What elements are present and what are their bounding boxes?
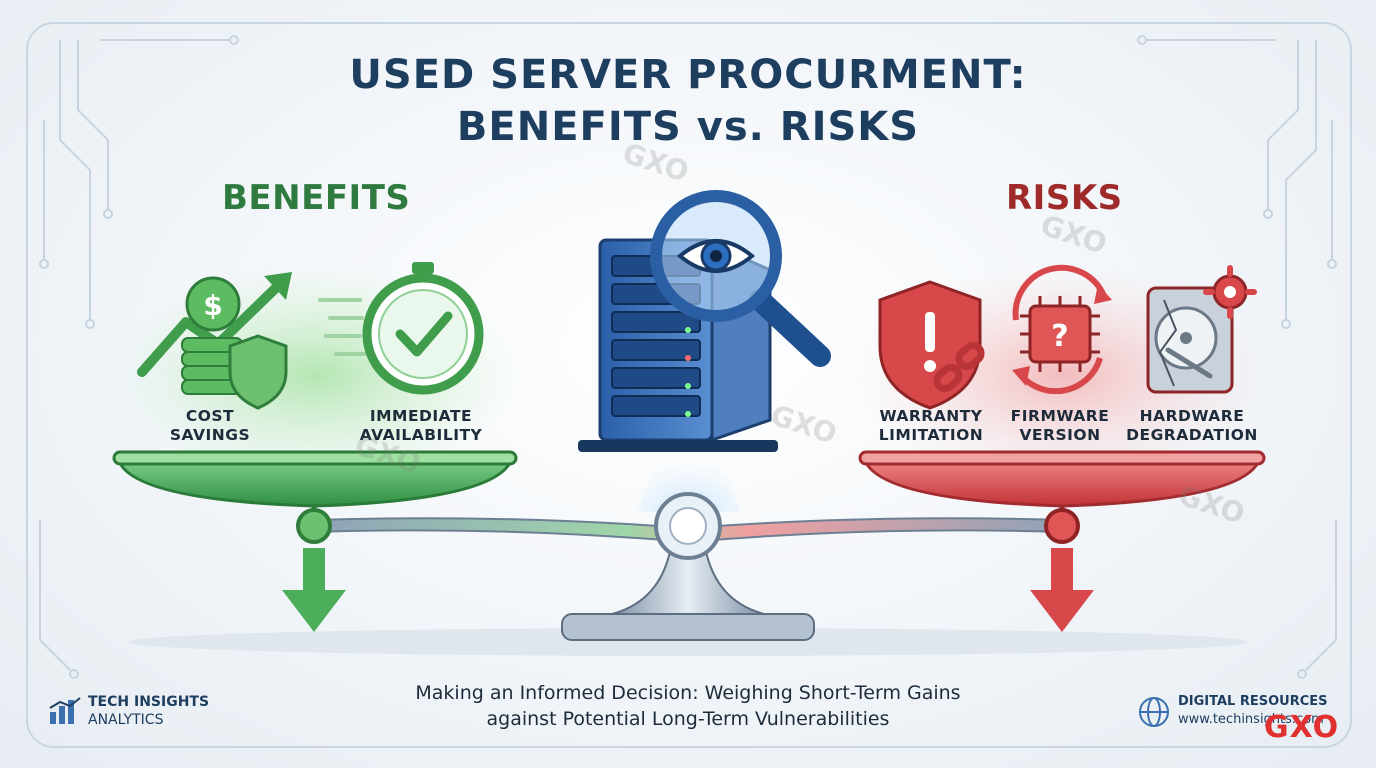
benefit-label-line1: COST (185, 407, 235, 425)
benefit-label-line2: AVAILABILITY (359, 426, 483, 444)
risk-label-line2: VERSION (1019, 426, 1101, 444)
logo-left-name: TECH INSIGHTS (88, 694, 210, 710)
risk-label-line2: LIMITATION (878, 426, 984, 444)
broken-warranty-shield-icon (878, 280, 985, 410)
benefits-pan (112, 450, 518, 508)
logo-left-subname: ANALYTICS (88, 712, 164, 728)
stopwatch-check-icon (318, 262, 484, 395)
title-line-2: BENEFITS vs. RISKS (456, 104, 920, 150)
light-beam (638, 440, 740, 512)
frame-border (26, 22, 1352, 748)
benefit-label-immediate-availability: IMMEDIATE AVAILABILITY (344, 407, 498, 445)
logo-right-name: DIGITAL RESOURCES (1178, 694, 1328, 709)
floor-shadow (128, 628, 1248, 656)
red-down-arrow-icon (1030, 548, 1094, 632)
balance-scale (296, 478, 1080, 641)
circuit-lines-decoration (39, 35, 1337, 679)
money-growth-icon: $ (137, 272, 292, 410)
risk-label-warranty-limitation: WARRANTY LIMITATION (870, 407, 992, 445)
caption: Making an Informed Decision: Weighing Sh… (338, 680, 1038, 732)
risk-label-line2: DEGRADATION (1126, 426, 1258, 444)
gxo-watermark-logo: GXO (1264, 710, 1340, 745)
green-down-arrow-icon (282, 548, 346, 632)
chip-question-icon: ? (1012, 264, 1112, 395)
logo-right-url: www.techinsights.com (1178, 712, 1324, 727)
benefit-label-line1: IMMEDIATE (369, 407, 473, 425)
svg-text:?: ? (1051, 319, 1068, 354)
benefit-label-cost-savings: COST SAVINGS (150, 407, 270, 445)
risk-label-hardware-degradation: HARDWARE DEGRADATION (1124, 407, 1260, 445)
caption-line-2: against Potential Long-Term Vulnerabilit… (486, 708, 890, 730)
benefit-label-line2: SAVINGS (169, 426, 251, 444)
bar-chart-logo-icon (49, 697, 81, 724)
magnifying-glass-eye-icon (650, 190, 831, 367)
benefits-heading: BENEFITS (222, 178, 411, 218)
broken-hard-drive-icon (1146, 265, 1257, 394)
svg-text:$: $ (203, 289, 222, 322)
risk-label-line1: HARDWARE (1139, 407, 1245, 425)
caption-line-1: Making an Informed Decision: Weighing Sh… (415, 682, 961, 704)
title-line-1: USED SERVER PROCURMENT: (349, 52, 1027, 98)
risks-pan (858, 450, 1266, 508)
risk-label-line1: FIRMWARE (1010, 407, 1110, 425)
risk-label-line1: WARRANTY (879, 407, 983, 425)
risk-label-firmware-version: FIRMWARE VERSION (1002, 407, 1118, 445)
globe-logo-icon (1139, 697, 1169, 727)
risks-heading: RISKS (1006, 178, 1123, 218)
